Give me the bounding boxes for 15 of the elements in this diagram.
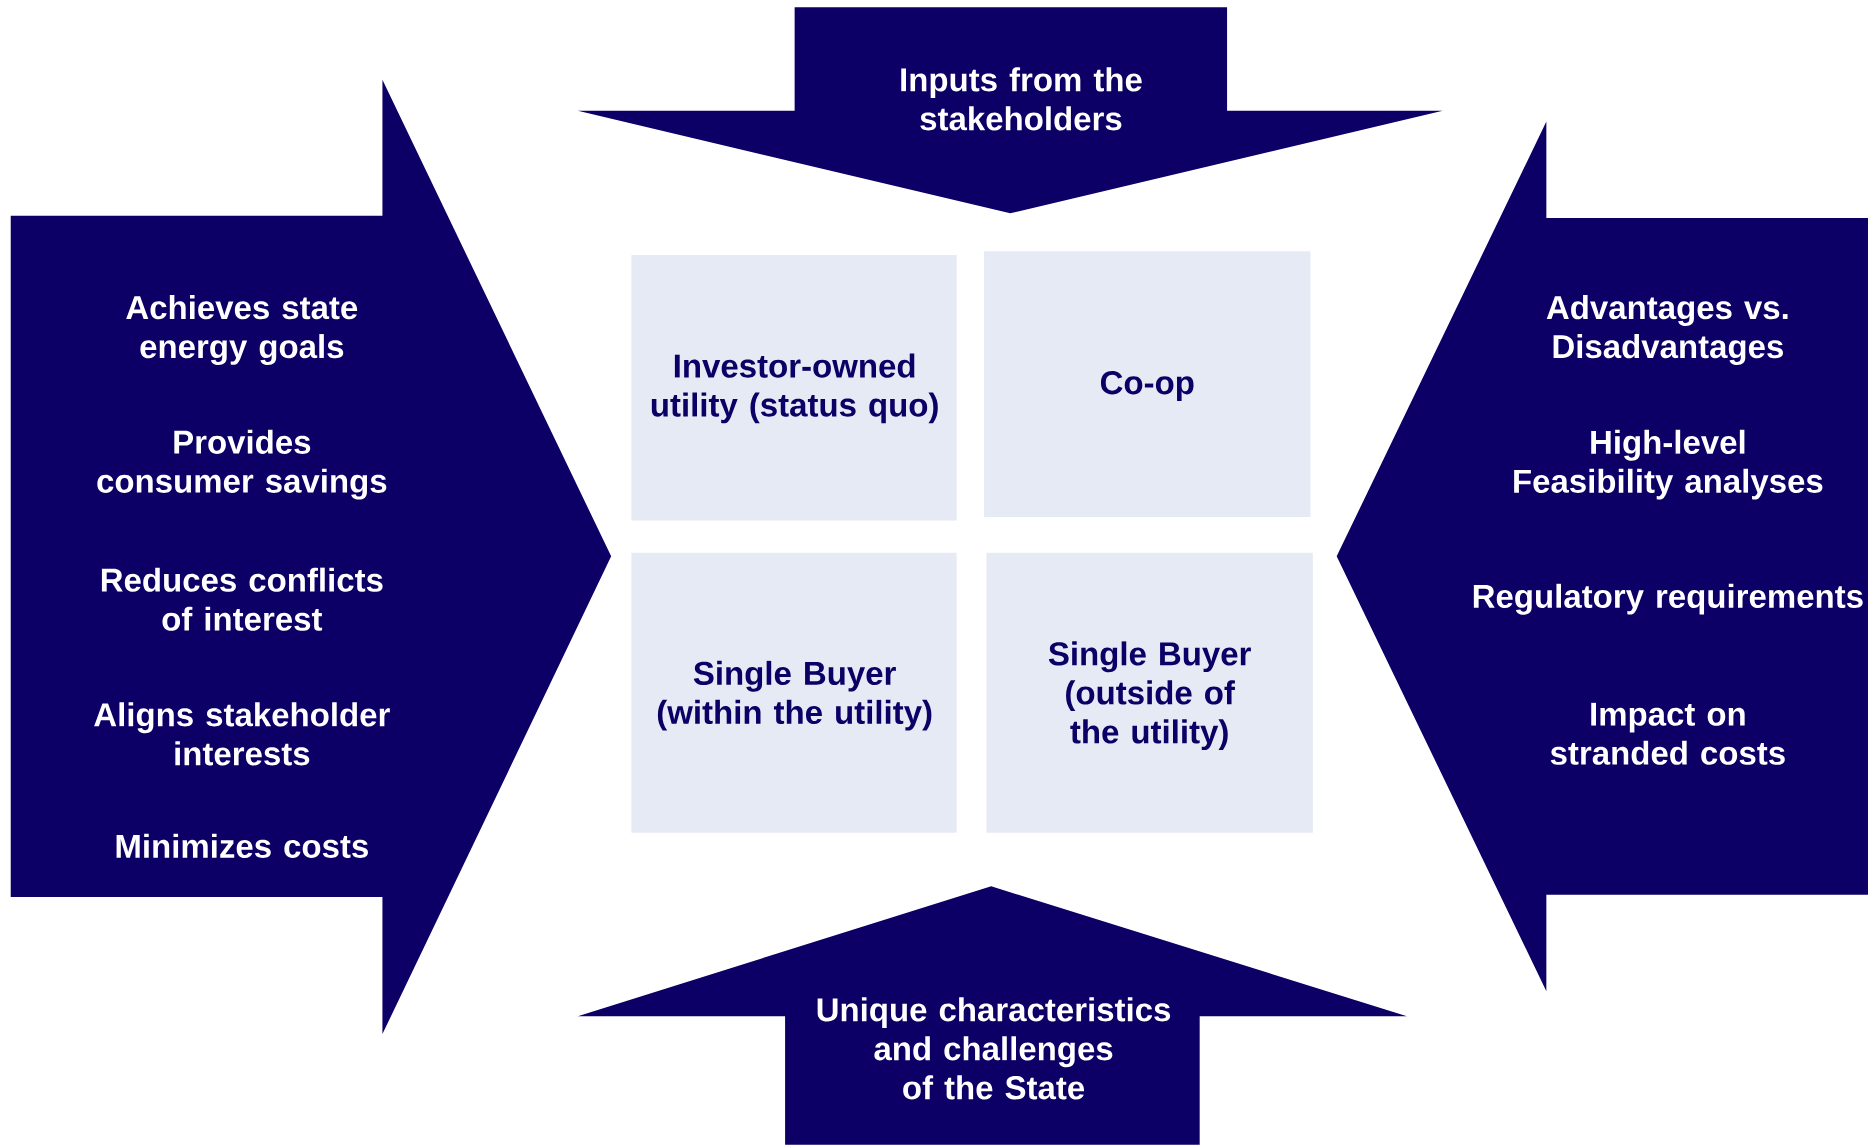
arrow-text: Advantages vs. Disadvantages: [1546, 295, 1788, 365]
option-label: Investor-owned utility (status quo): [651, 353, 938, 424]
arrow-text: High-level Feasibility analyses: [1514, 429, 1823, 500]
arrow-text: Regulatory requirements: [1473, 583, 1863, 615]
option-label: Co-op: [1100, 371, 1194, 401]
arrow-text: Reduces conflicts of interest: [101, 567, 383, 631]
option-label: Single Buyer (within the utility): [657, 660, 932, 731]
arrow-text: Aligns stakeholder interests: [94, 702, 390, 766]
arrow-text: Impact on stranded costs: [1550, 702, 1785, 765]
arrow-text: Achieves state energy goals: [126, 295, 358, 365]
arrow-text: Inputs from the stakeholders: [901, 67, 1142, 131]
option-label: Single Buyer (outside of the utility): [1048, 641, 1251, 751]
arrow-text: Minimizes costs: [116, 833, 368, 858]
arrow-text: Unique characteristics and challenges of the State: [817, 997, 1171, 1100]
arrow-text: Provides consumer savings: [97, 429, 387, 500]
